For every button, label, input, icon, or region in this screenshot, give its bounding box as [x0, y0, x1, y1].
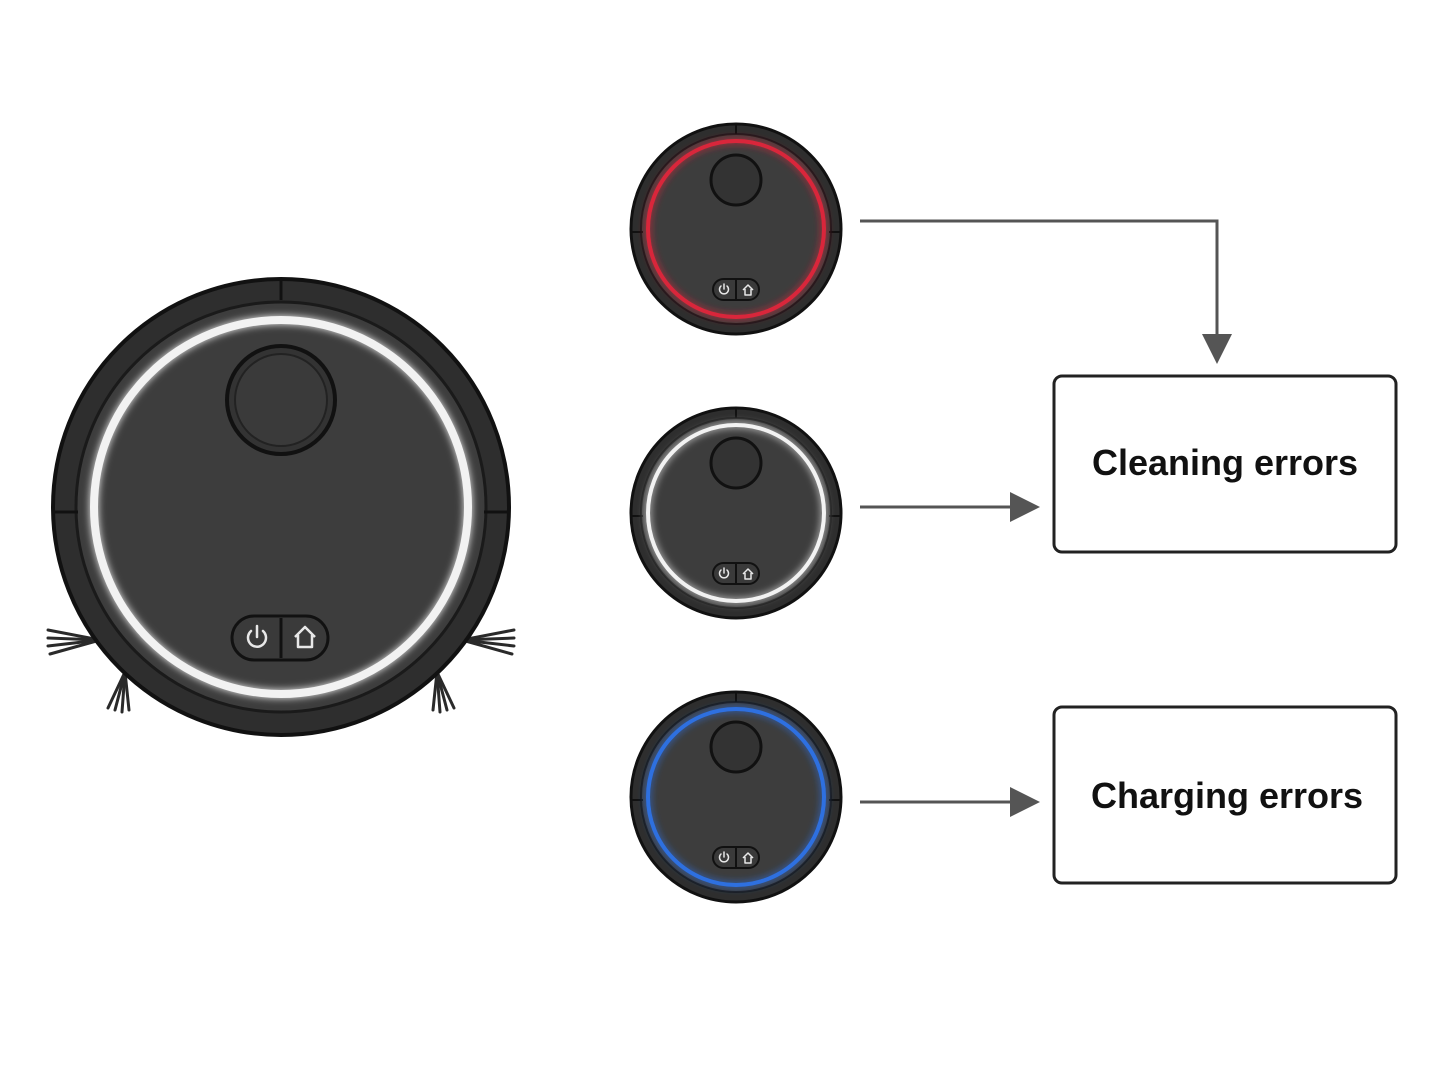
light-ring-red	[646, 139, 826, 319]
button-panel	[712, 562, 760, 585]
home-icon[interactable]	[294, 625, 316, 649]
power-icon[interactable]	[718, 283, 730, 295]
power-icon[interactable]	[246, 624, 268, 648]
home-icon[interactable]	[742, 568, 754, 580]
connectors	[860, 219, 1232, 817]
light-ring-blue	[646, 707, 826, 887]
lidar-turret	[709, 720, 763, 774]
power-icon[interactable]	[718, 851, 730, 863]
robot-blue-ring	[629, 690, 843, 904]
cleaning-errors-box: Cleaning errors	[1052, 374, 1398, 554]
button-panel	[230, 614, 330, 662]
light-ring-white	[646, 423, 826, 603]
power-icon[interactable]	[718, 567, 730, 579]
button-panel	[712, 278, 760, 301]
robot-body	[74, 300, 488, 714]
home-icon[interactable]	[742, 284, 754, 296]
side-brush-right	[431, 628, 516, 714]
charging-errors-box: Charging errors	[1052, 705, 1398, 885]
cleaning-errors-label: Cleaning errors	[1092, 442, 1358, 483]
connector-red-to-cleaning	[860, 219, 1232, 364]
robot-red-ring	[629, 122, 843, 336]
side-brush-left	[46, 628, 131, 714]
robot-white-ring	[629, 406, 843, 620]
main-robot	[46, 277, 516, 737]
lidar-turret	[709, 153, 763, 207]
lidar-turret	[709, 436, 763, 490]
charging-errors-label: Charging errors	[1091, 775, 1363, 816]
button-panel	[712, 846, 760, 869]
home-icon[interactable]	[742, 852, 754, 864]
light-ring-white	[90, 316, 472, 698]
